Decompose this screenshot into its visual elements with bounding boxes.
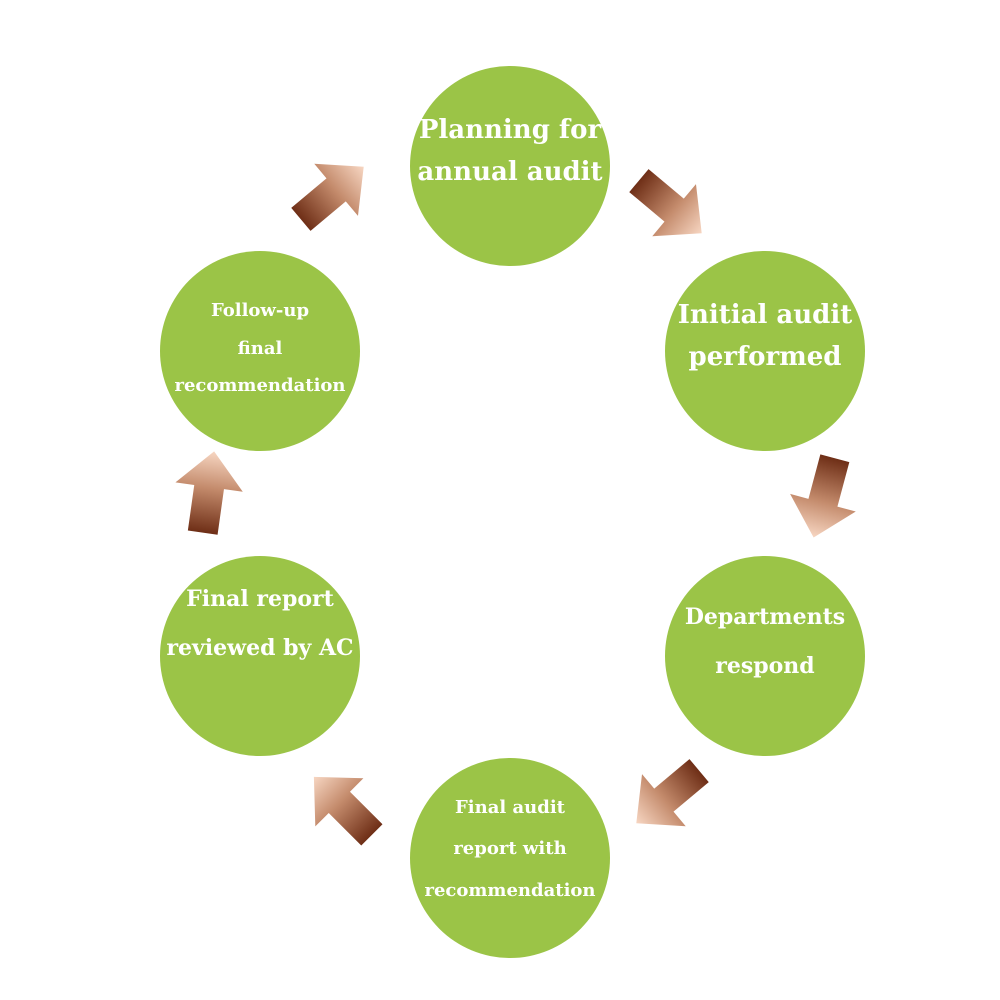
step-follow-up-label: Follow-up final recommendation (174, 299, 346, 397)
step-departments-respond-circle: Departments respond (665, 556, 865, 756)
step-departments-respond-label: Departments respond (684, 604, 846, 679)
step-planning-circle: Planning for annual audit (410, 66, 610, 266)
arrow-up-right-icon (279, 140, 386, 246)
step-initial-audit-circle: Initial audit performed (665, 251, 865, 451)
arrow-up-icon (169, 446, 248, 538)
step-final-report-reviewed-label: Final report reviewed by AC (166, 586, 354, 661)
step-planning-label: Planning for annual audit (417, 114, 603, 187)
step-follow-up-circle: Follow-up final recommendation (160, 251, 360, 451)
arrow-down-left-icon (614, 744, 721, 850)
arrow-down-left-icon (780, 449, 868, 547)
arrow-down-right-icon (617, 154, 724, 260)
step-final-audit-report-circle: Final audit report with recommendation (410, 758, 610, 958)
step-final-audit-report-label: Final audit report with recommendation (424, 796, 596, 901)
step-initial-audit-label: Initial audit performed (677, 299, 853, 372)
step-final-report-reviewed-circle: Final report reviewed by AC (160, 556, 360, 756)
arrow-up-left-icon (289, 752, 396, 859)
